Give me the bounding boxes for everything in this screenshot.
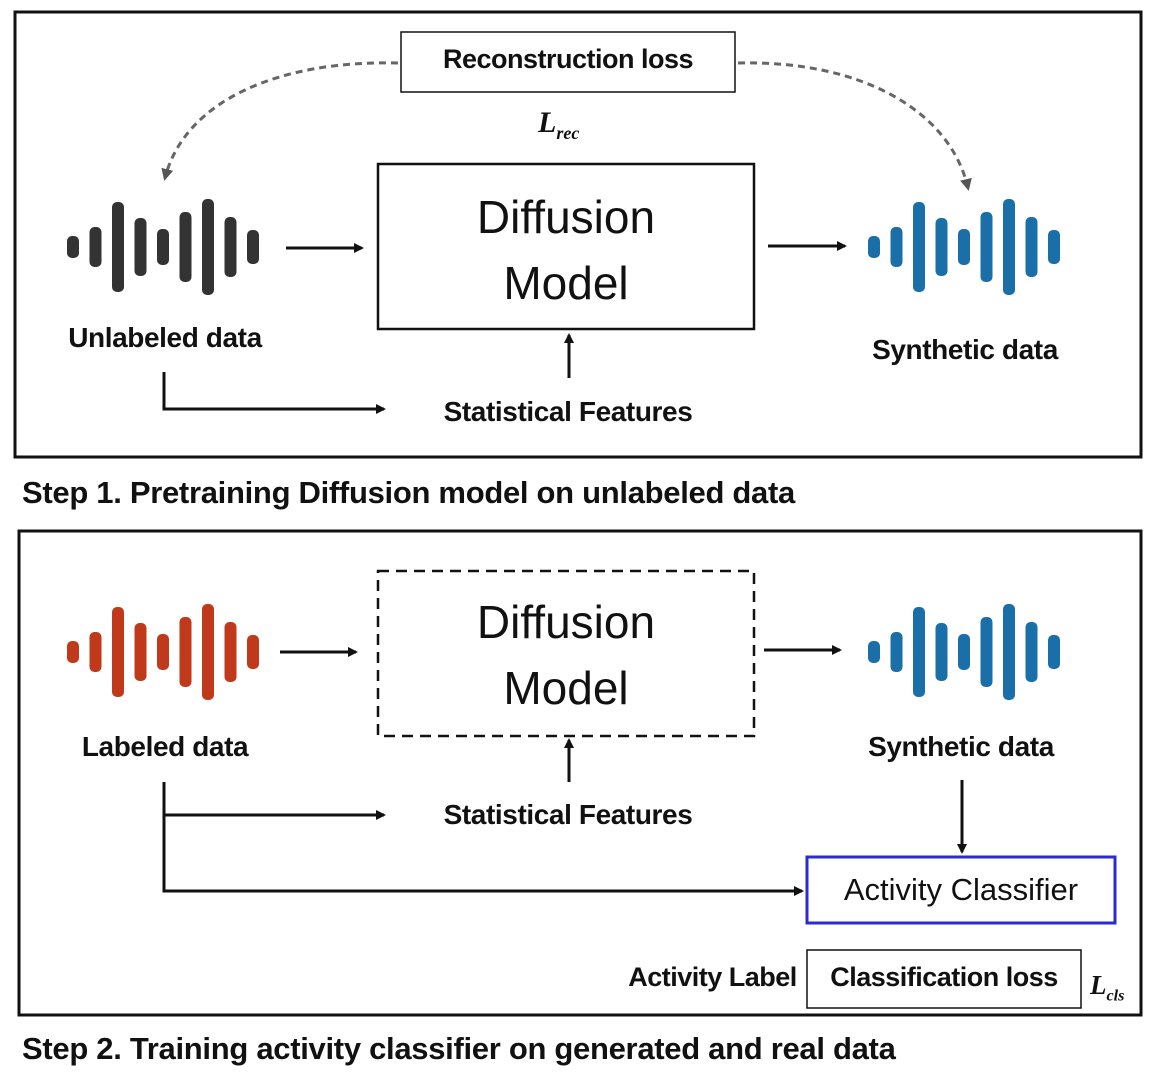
unlabeled-data-label: Unlabeled data	[68, 322, 262, 353]
waveform-bar	[247, 635, 259, 669]
waveform-bar	[1003, 199, 1015, 295]
loss-symbol-sub: rec	[556, 123, 580, 143]
waveform-bar	[89, 227, 102, 267]
step1-caption: Step 1. Pretraining Diffusion model on u…	[22, 475, 795, 510]
step2-data-to-classifier-arrow	[162, 815, 804, 896]
waveform-bar	[868, 641, 880, 663]
step2-data-to-features-arrow	[162, 782, 386, 820]
waveform-bar	[224, 217, 237, 277]
waveform-bar	[890, 227, 903, 267]
waveform-bar	[67, 236, 79, 258]
step2-panel	[17, 529, 1143, 1017]
activity-classifier-box	[805, 855, 1117, 925]
step1-diffusion-model-title: Diffusion Model	[378, 184, 754, 316]
step2-statistical-features-label: Statistical Features	[443, 799, 693, 830]
classification-loss-box	[806, 949, 1082, 1009]
waveform-bar	[958, 229, 970, 265]
step1-synthetic-data-waveform-icon	[868, 199, 1060, 295]
waveform-bar	[935, 623, 948, 681]
waveform-bar	[134, 623, 147, 681]
waveform-bar	[134, 218, 147, 276]
unlabeled-data-waveform-icon	[67, 199, 259, 295]
waveform-bar	[112, 202, 124, 292]
waveform-bar	[1003, 604, 1015, 700]
recon-loss-arrow-left	[161, 61, 399, 181]
step2-model-line2: Model	[503, 662, 629, 714]
step1-panel	[13, 10, 1143, 459]
step2-diffusion-model-title: Diffusion Model	[378, 589, 754, 721]
waveform-bar	[179, 617, 192, 687]
waveform-bar	[935, 218, 948, 276]
waveform-bar	[890, 632, 903, 672]
cls-symbol-sub: cls	[1106, 986, 1125, 1005]
step1-model-line1: Diffusion	[476, 191, 656, 243]
step2-model-line1: Diffusion	[476, 596, 656, 648]
activity-label-text: Activity Label	[628, 962, 797, 992]
waveform-bar	[224, 622, 237, 682]
cls-symbol-base: L	[1090, 970, 1107, 1000]
waveform-bar	[157, 634, 169, 670]
classification-loss-symbol: Lcls	[1090, 970, 1124, 1005]
loss-symbol-base: L	[538, 106, 557, 139]
labeled-data-waveform-icon	[67, 604, 259, 700]
reconstruction-loss-label: Reconstruction loss	[442, 44, 694, 74]
waveform-bar	[1048, 230, 1060, 264]
waveform-bar	[913, 202, 925, 292]
waveform-bar	[179, 212, 192, 282]
step2-synthetic-data-label: Synthetic data	[868, 731, 1054, 762]
waveform-bar	[202, 199, 214, 295]
waveform-bar	[980, 212, 993, 282]
step2-synthetic-data-waveform-icon	[868, 604, 1060, 700]
waveform-bar	[89, 632, 102, 672]
waveform-bar	[958, 634, 970, 670]
waveform-bar	[112, 607, 124, 697]
waveform-bar	[202, 604, 214, 700]
waveform-bar	[868, 236, 880, 258]
waveform-bar	[1025, 622, 1038, 682]
waveform-bar	[67, 641, 79, 663]
waveform-bar	[913, 607, 925, 697]
step1-model-line2: Model	[503, 257, 629, 309]
labeled-data-label: Labeled data	[81, 731, 249, 762]
step1-synthetic-data-label: Synthetic data	[872, 334, 1058, 365]
step1-diffusion-model-box	[376, 162, 756, 331]
step2-diffusion-model-box	[376, 569, 756, 738]
reconstruction-loss-box	[400, 31, 736, 93]
step2-caption: Step 2. Training activity classifier on …	[22, 1031, 896, 1066]
waveform-bar	[980, 617, 993, 687]
reconstruction-loss-symbol: Lrec	[538, 106, 579, 144]
step1-data-to-features-arrow	[162, 372, 386, 414]
waveform-bar	[247, 230, 259, 264]
classification-loss-label: Classification loss	[830, 962, 1058, 992]
step1-statistical-features-label: Statistical Features	[443, 396, 693, 427]
activity-classifier-label: Activity Classifier	[843, 872, 1079, 907]
waveform-bar	[1048, 635, 1060, 669]
waveform-bar	[157, 229, 169, 265]
recon-loss-arrow-right	[737, 61, 972, 191]
waveform-bar	[1025, 217, 1038, 277]
